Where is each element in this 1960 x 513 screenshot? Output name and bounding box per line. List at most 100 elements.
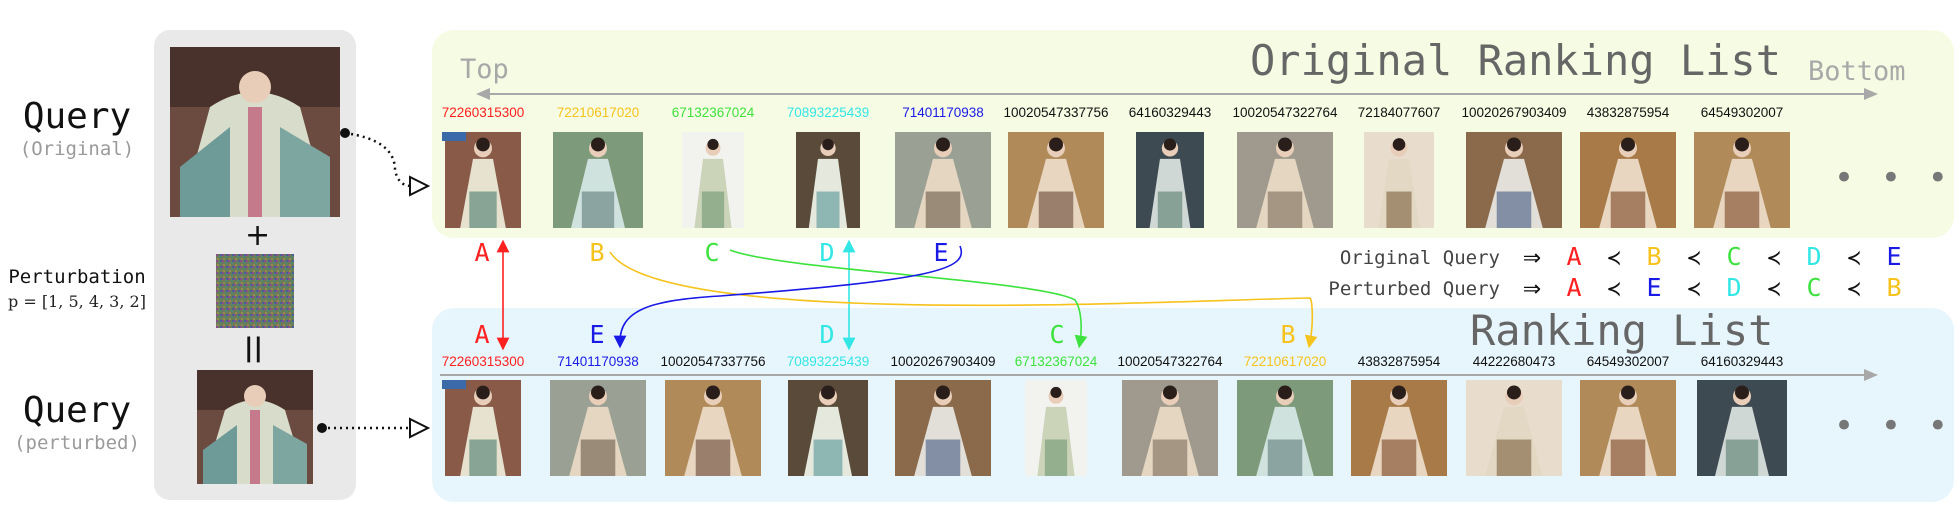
implies-symbol: ⇒ bbox=[1522, 277, 1542, 302]
bottom-thumbnail-9 bbox=[1351, 380, 1447, 476]
bottom-thumbnail-3 bbox=[665, 380, 761, 476]
query-original-subtitle: (Original) bbox=[19, 138, 135, 160]
bottom-label: Bottom bbox=[1808, 56, 1906, 87]
top-id-2: 72210617020 bbox=[556, 105, 640, 120]
order-letter-c: C bbox=[1806, 273, 1822, 302]
bottom-id-1: 72260315300 bbox=[441, 354, 525, 369]
order-letter-e: E bbox=[1646, 273, 1662, 302]
order-letter-a: A bbox=[1566, 242, 1582, 271]
order-letter-d: D bbox=[1806, 242, 1822, 271]
precedes-symbol: ≺ bbox=[1607, 277, 1621, 302]
bottom-id-11: 64549302007 bbox=[1586, 354, 1670, 369]
top-id-8: 10020547322764 bbox=[1232, 105, 1338, 120]
order-letter-b: B bbox=[1886, 273, 1902, 302]
order-letter-d: D bbox=[1726, 273, 1742, 302]
precedes-symbol: ≺ bbox=[1687, 246, 1701, 271]
bottom-id-7: 10020547322764 bbox=[1117, 354, 1223, 369]
top-thumbnail-2 bbox=[553, 132, 643, 228]
top-letter-a: A bbox=[474, 238, 490, 267]
top-thumbnail-9 bbox=[1364, 132, 1434, 228]
bottom-id-8: 72210617020 bbox=[1243, 354, 1327, 369]
top-id-10: 10020267903409 bbox=[1461, 105, 1567, 120]
order-letter-e: E bbox=[1886, 242, 1902, 271]
original-query-label: Original Query bbox=[1339, 247, 1500, 269]
bottom-id-5: 10020267903409 bbox=[890, 354, 996, 369]
bottom-id-9: 43832875954 bbox=[1357, 354, 1441, 369]
query-perturbed-subtitle: (perturbed) bbox=[14, 432, 140, 454]
thumbnail-badge-icon bbox=[442, 132, 466, 141]
thumbnail-badge-icon bbox=[442, 380, 466, 389]
top-id-11: 43832875954 bbox=[1586, 105, 1670, 120]
bottom-letter-c: C bbox=[1049, 320, 1065, 349]
implies-symbol: ⇒ bbox=[1522, 246, 1542, 271]
bottom-ellipsis: • • • bbox=[1834, 406, 1956, 446]
bottom-id-4: 70893225439 bbox=[786, 354, 870, 369]
ranking-list-title: Ranking List bbox=[1470, 306, 1774, 355]
top-thumbnail-7 bbox=[1136, 132, 1204, 228]
query-perturbed-title: Query bbox=[22, 390, 132, 431]
perturbed-query-label: Perturbed Query bbox=[1328, 278, 1500, 300]
perturbation-vector: p = [1, 5, 4, 3, 2] bbox=[8, 292, 146, 311]
bottom-thumbnail-6 bbox=[1025, 380, 1087, 476]
top-id-5: 71401170938 bbox=[902, 105, 984, 120]
precedes-symbol: ≺ bbox=[1767, 277, 1781, 302]
bottom-letter-a: A bbox=[474, 320, 490, 349]
plus-sign: + bbox=[245, 218, 271, 253]
top-id-12: 64549302007 bbox=[1700, 105, 1784, 120]
bottom-id-2: 71401170938 bbox=[557, 354, 639, 369]
bottom-thumbnail-8 bbox=[1237, 380, 1333, 476]
order-letter-a: A bbox=[1566, 273, 1582, 302]
bottom-letter-e: E bbox=[589, 320, 605, 349]
bottom-thumbnail-5 bbox=[895, 380, 991, 476]
query-original-image bbox=[170, 47, 340, 217]
bottom-id-3: 10020547337756 bbox=[660, 354, 766, 369]
equals-sign: || bbox=[244, 333, 263, 363]
precedes-symbol: ≺ bbox=[1847, 246, 1861, 271]
perturbed-order-sequence: ⇒ A ≺ E ≺ D ≺ C ≺ B bbox=[1510, 273, 1914, 302]
top-thumbnail-5 bbox=[895, 132, 991, 228]
top-thumbnail-4 bbox=[796, 132, 860, 228]
perturbation-label: Perturbation bbox=[8, 266, 146, 288]
query-perturbed-image bbox=[197, 370, 313, 484]
top-letter-e: E bbox=[933, 238, 949, 267]
top-id-9: 72184077607 bbox=[1357, 105, 1441, 120]
bottom-thumbnail-7 bbox=[1122, 380, 1218, 476]
top-id-1: 72260315300 bbox=[441, 105, 525, 120]
perturbation-noise-image bbox=[216, 254, 294, 328]
top-thumbnail-6 bbox=[1008, 132, 1104, 228]
precedes-symbol: ≺ bbox=[1687, 277, 1701, 302]
top-id-3: 67132367024 bbox=[671, 105, 755, 120]
top-letter-c: C bbox=[704, 238, 720, 267]
top-letter-b: B bbox=[589, 238, 605, 267]
bottom-letter-b: B bbox=[1280, 320, 1296, 349]
bottom-id-12: 64160329443 bbox=[1700, 354, 1784, 369]
order-letter-c: C bbox=[1726, 242, 1742, 271]
top-id-7: 64160329443 bbox=[1128, 105, 1212, 120]
bottom-id-10: 44222680473 bbox=[1472, 354, 1556, 369]
query-original-title: Query bbox=[22, 96, 132, 137]
top-id-4: 70893225439 bbox=[786, 105, 870, 120]
bottom-thumbnail-2 bbox=[550, 380, 646, 476]
bottom-letter-d: D bbox=[819, 320, 835, 349]
top-thumbnail-1 bbox=[445, 132, 521, 228]
top-label: Top bbox=[460, 54, 509, 85]
bottom-thumbnail-4 bbox=[788, 380, 868, 476]
bottom-thumbnail-12 bbox=[1697, 380, 1787, 476]
top-thumbnail-8 bbox=[1237, 132, 1333, 228]
top-thumbnail-3 bbox=[682, 132, 744, 228]
precedes-symbol: ≺ bbox=[1847, 277, 1861, 302]
bottom-thumbnail-1 bbox=[445, 380, 521, 476]
precedes-symbol: ≺ bbox=[1767, 246, 1781, 271]
original-ranking-title: Original Ranking List bbox=[1250, 36, 1782, 85]
order-letter-b: B bbox=[1646, 242, 1662, 271]
precedes-symbol: ≺ bbox=[1607, 246, 1621, 271]
original-order-sequence: ⇒ A ≺ B ≺ C ≺ D ≺ E bbox=[1510, 242, 1914, 271]
top-id-6: 10020547337756 bbox=[1003, 105, 1109, 120]
bottom-thumbnail-10 bbox=[1466, 380, 1562, 476]
bottom-thumbnail-11 bbox=[1580, 380, 1676, 476]
top-thumbnail-10 bbox=[1466, 132, 1562, 228]
